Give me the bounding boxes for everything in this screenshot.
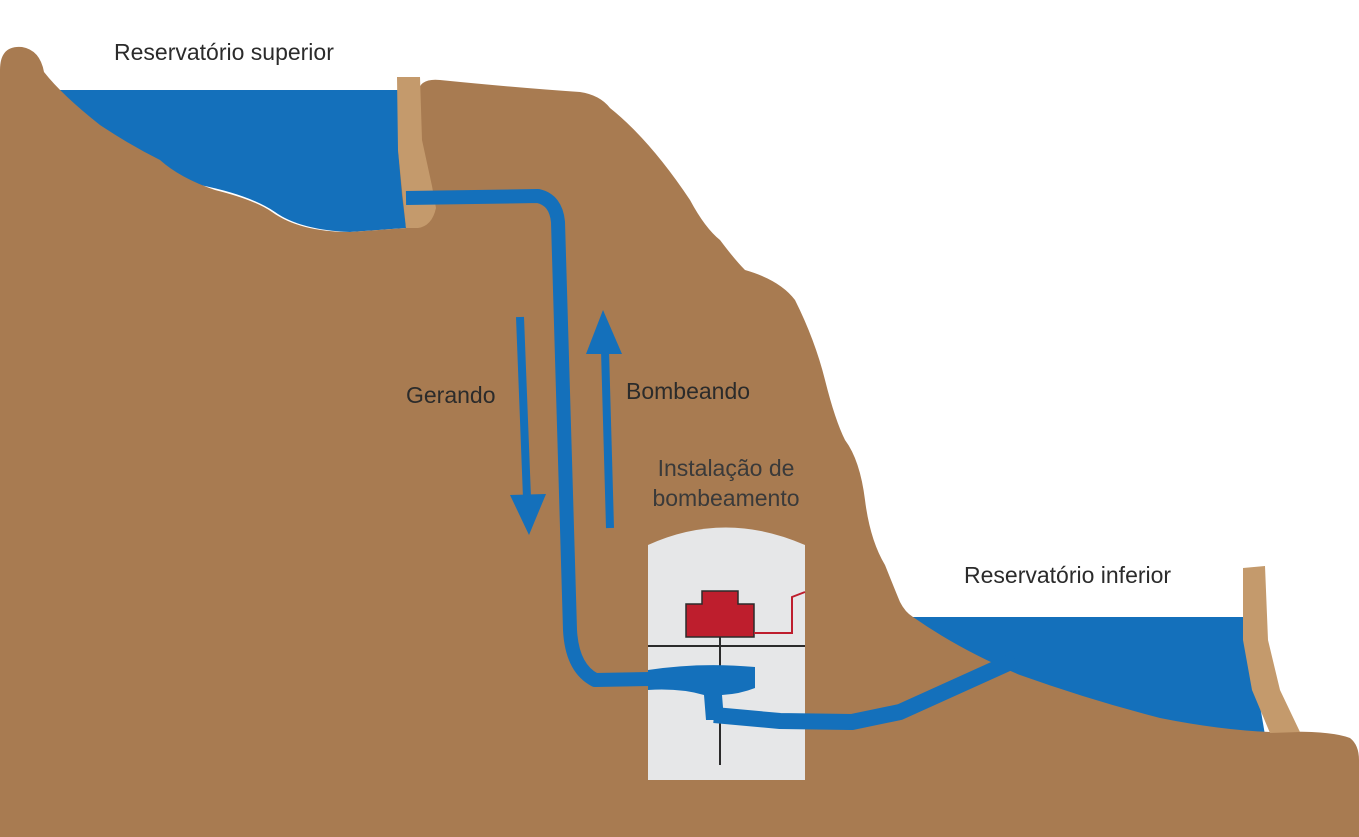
tailrace [713, 652, 1019, 730]
generating-label: Gerando [406, 382, 496, 408]
upper-reservoir-water [58, 90, 406, 232]
lower-reservoir-water [905, 617, 1265, 735]
power-line [754, 591, 806, 634]
pumping-label: Bombeando [626, 378, 750, 404]
generator-icon [685, 590, 755, 638]
lower-reservoir-label: Reservatório inferior [964, 562, 1171, 588]
upper-reservoir-label: Reservatório superior [114, 39, 334, 65]
turbine-housing [648, 665, 755, 720]
pumping-arrow-head [586, 310, 622, 354]
station-label-line1: Instalação de [658, 455, 795, 481]
penstock-upper [405, 189, 651, 687]
terrain [0, 46, 1359, 837]
upper-dam [397, 77, 436, 228]
pumping-station-chamber [648, 527, 805, 780]
pumping-arrow-shaft [601, 349, 614, 529]
generating-arrow-head [510, 494, 546, 535]
station-label-line2: bombeamento [652, 485, 799, 511]
generating-arrow-shaft [516, 316, 531, 499]
lower-dam [1243, 566, 1300, 733]
